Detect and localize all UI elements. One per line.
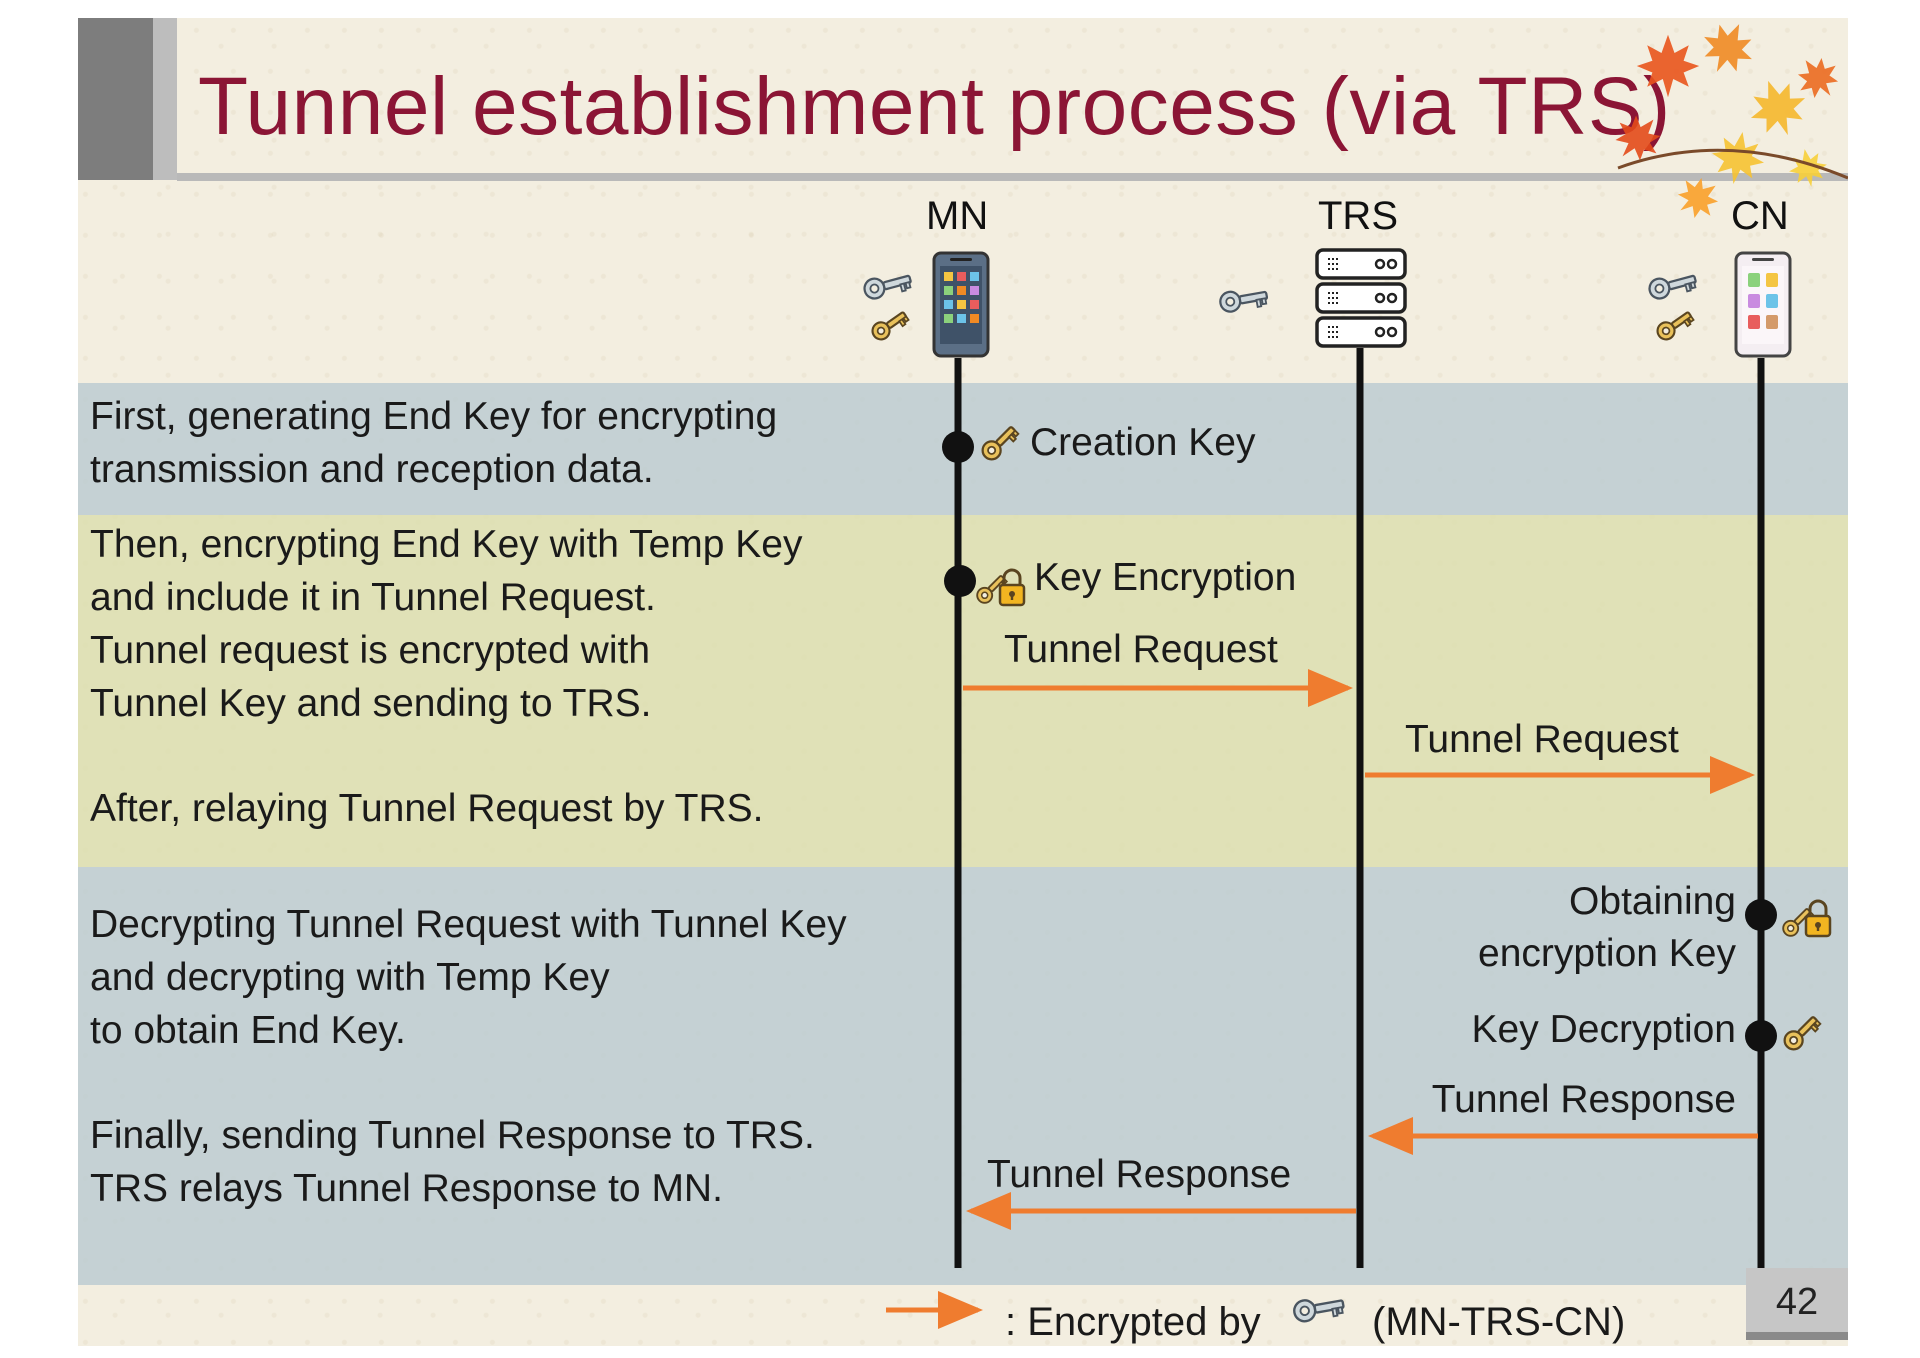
mn-label: MN bbox=[926, 194, 989, 238]
msg-trs-to-cn-label: Tunnel Request bbox=[1405, 718, 1679, 761]
creation-key-icon bbox=[977, 421, 1021, 465]
creation-key-dot bbox=[942, 431, 974, 463]
legend-silver-key-icon bbox=[1291, 1292, 1347, 1325]
title-accent-light bbox=[153, 18, 177, 180]
msg-mn-to-trs-label: Tunnel Request bbox=[1004, 628, 1278, 671]
step2-line: Tunnel request is encrypted with bbox=[90, 629, 651, 672]
cn-label: CN bbox=[1731, 194, 1789, 238]
title-underline bbox=[177, 173, 1848, 181]
obtaining-key-label: Obtaining encryption Key bbox=[1478, 876, 1736, 980]
step2-line: Tunnel Key and sending to TRS. bbox=[90, 682, 652, 725]
cn-silver-key-icon bbox=[1646, 268, 1699, 302]
obtaining-key-lock-icon bbox=[1804, 899, 1832, 938]
step4-line: Decrypting Tunnel Request with Tunnel Ke… bbox=[90, 903, 847, 946]
page-number: 42 bbox=[1746, 1268, 1848, 1340]
key-encryption-label: Key Encryption bbox=[1034, 556, 1297, 599]
step2-line: and include it in Tunnel Request. bbox=[90, 576, 656, 619]
trs-label: TRS bbox=[1318, 194, 1398, 238]
step2-line: Then, encrypting End Key with Temp Key bbox=[90, 523, 803, 566]
diagram-canvas bbox=[861, 18, 1848, 1329]
slide: Tunnel establishment process (via TRS) bbox=[78, 18, 1848, 1346]
mn-phone-icon bbox=[932, 251, 990, 358]
key-decryption-key-icon bbox=[1779, 1011, 1823, 1055]
creation-key-label: Creation Key bbox=[1030, 421, 1256, 464]
step5-description: Finally, sending Tunnel Response to TRS.… bbox=[90, 1109, 815, 1215]
key-decryption-label: Key Decryption bbox=[1471, 1008, 1736, 1051]
cn-phone-icon bbox=[1734, 251, 1792, 358]
step1-line: transmission and reception data. bbox=[90, 448, 654, 491]
trs-silver-key-icon bbox=[1217, 284, 1270, 315]
cn-gold-key-icon bbox=[1653, 306, 1696, 344]
title-accent-dark bbox=[78, 18, 153, 180]
step1-line: First, generating End Key for encrypting bbox=[90, 395, 778, 438]
key-encryption-dot bbox=[944, 565, 976, 597]
msg-cn-to-trs-label: Tunnel Response bbox=[1431, 1078, 1736, 1121]
maple-leaves-decoration bbox=[1604, 18, 1848, 229]
legend-suffix: (MN-TRS-CN) bbox=[1372, 1300, 1626, 1344]
obtaining-key-dot bbox=[1745, 899, 1777, 931]
msg-trs-to-mn-label: Tunnel Response bbox=[987, 1153, 1292, 1196]
step4-line: and decrypting with Temp Key bbox=[90, 956, 610, 999]
key-encryption-lock-icon bbox=[998, 568, 1026, 607]
step4-band bbox=[78, 867, 1848, 1285]
step5-line: TRS relays Tunnel Response to MN. bbox=[90, 1167, 723, 1210]
obtaining-key-line: encryption Key bbox=[1478, 932, 1736, 975]
step4-line: to obtain End Key. bbox=[90, 1009, 406, 1052]
step4-description: Decrypting Tunnel Request with Tunnel Ke… bbox=[90, 898, 847, 1057]
step2-description: Then, encrypting End Key with Temp Key a… bbox=[90, 518, 803, 730]
step1-description: First, generating End Key for encrypting… bbox=[90, 390, 777, 496]
step3-description: After, relaying Tunnel Request by TRS. bbox=[90, 787, 764, 830]
page-title: Tunnel establishment process (via TRS) bbox=[198, 61, 1671, 152]
mn-silver-key-icon bbox=[861, 268, 914, 302]
key-decryption-dot bbox=[1745, 1020, 1777, 1052]
trs-server-icon bbox=[1315, 248, 1407, 348]
legend-prefix: : Encrypted by bbox=[1005, 1300, 1261, 1344]
step5-line: Finally, sending Tunnel Response to TRS. bbox=[90, 1114, 815, 1157]
mn-gold-key-icon bbox=[868, 306, 911, 344]
obtaining-key-line: Obtaining bbox=[1569, 880, 1736, 923]
